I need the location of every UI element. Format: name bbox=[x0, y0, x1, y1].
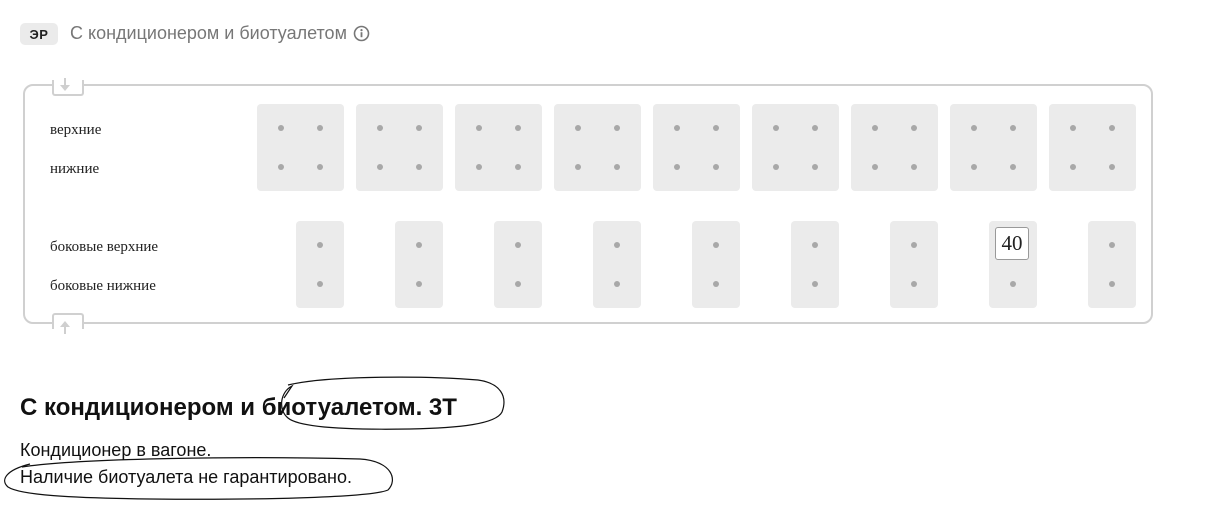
unavailable-seat-dot bbox=[812, 125, 818, 131]
compartment-4 bbox=[554, 104, 641, 191]
unavailable-seat-dot bbox=[317, 164, 323, 170]
unavailable-seat-dot bbox=[971, 125, 977, 131]
row-label-side-upper: боковые верхние bbox=[50, 239, 159, 255]
unavailable-seat-dot bbox=[1010, 281, 1016, 287]
unavailable-seat-dot bbox=[377, 164, 383, 170]
compartment-8 bbox=[950, 104, 1037, 191]
unavailable-seat-dot bbox=[812, 164, 818, 170]
unavailable-seat-dot bbox=[1109, 281, 1115, 287]
unavailable-seat-dot bbox=[416, 125, 422, 131]
unavailable-seat-dot bbox=[614, 281, 620, 287]
car-type-title: С кондиционером и биотуалетом bbox=[70, 22, 370, 44]
car-entrance-top bbox=[52, 80, 84, 96]
compartment-3 bbox=[455, 104, 542, 191]
side-seat-block-9 bbox=[1088, 221, 1136, 308]
unavailable-seat-dot bbox=[1070, 164, 1076, 170]
unavailable-seat-dot bbox=[317, 242, 323, 248]
unavailable-seat-dot bbox=[317, 281, 323, 287]
compartment-2 bbox=[356, 104, 443, 191]
unavailable-seat-dot bbox=[812, 242, 818, 248]
unavailable-seat-dot bbox=[614, 164, 620, 170]
unavailable-seat-dot bbox=[872, 125, 878, 131]
compartment-9 bbox=[1049, 104, 1136, 191]
unavailable-seat-dot bbox=[713, 125, 719, 131]
unavailable-seat-dot bbox=[614, 242, 620, 248]
unavailable-seat-dot bbox=[476, 164, 482, 170]
side-seat-block-8: 40 bbox=[989, 221, 1037, 308]
unavailable-seat-dot bbox=[1109, 164, 1115, 170]
car-entrance-bottom bbox=[52, 313, 84, 329]
unavailable-seat-dot bbox=[911, 281, 917, 287]
arrow-up-icon bbox=[60, 321, 70, 334]
arrow-down-icon bbox=[60, 78, 70, 91]
unavailable-seat-dot bbox=[812, 281, 818, 287]
unavailable-seat-dot bbox=[911, 125, 917, 131]
compartment-5 bbox=[653, 104, 740, 191]
unavailable-seat-dot bbox=[278, 164, 284, 170]
unavailable-seat-dot bbox=[872, 164, 878, 170]
compartment-7 bbox=[851, 104, 938, 191]
side-seat-block-3 bbox=[494, 221, 542, 308]
unavailable-seat-dot bbox=[1010, 164, 1016, 170]
compartment-1 bbox=[257, 104, 344, 191]
unavailable-seat-dot bbox=[377, 125, 383, 131]
unavailable-seat-dot bbox=[278, 125, 284, 131]
unavailable-seat-dot bbox=[713, 281, 719, 287]
unavailable-seat-dot bbox=[674, 164, 680, 170]
unavailable-seat-dot bbox=[911, 164, 917, 170]
car-type-label: С кондиционером и биотуалетом bbox=[70, 23, 347, 43]
car-class-badge: ЭР bbox=[20, 23, 58, 45]
side-seat-block-2 bbox=[395, 221, 443, 308]
available-seat-button[interactable]: 40 bbox=[995, 227, 1029, 260]
unavailable-seat-dot bbox=[515, 281, 521, 287]
side-seat-block-5 bbox=[692, 221, 740, 308]
row-label-lower: нижние bbox=[50, 161, 100, 177]
side-seat-block-7 bbox=[890, 221, 938, 308]
unavailable-seat-dot bbox=[614, 125, 620, 131]
unavailable-seat-dot bbox=[911, 242, 917, 248]
unavailable-seat-dot bbox=[1109, 125, 1115, 131]
unavailable-seat-dot bbox=[515, 164, 521, 170]
unavailable-seat-dot bbox=[773, 125, 779, 131]
unavailable-seat-dot bbox=[476, 125, 482, 131]
unavailable-seat-dot bbox=[1010, 125, 1016, 131]
side-seat-block-4 bbox=[593, 221, 641, 308]
unavailable-seat-dot bbox=[575, 125, 581, 131]
side-seat-block-6 bbox=[791, 221, 839, 308]
unavailable-seat-dot bbox=[773, 164, 779, 170]
unavailable-seat-dot bbox=[416, 164, 422, 170]
unavailable-seat-dot bbox=[575, 164, 581, 170]
unavailable-seat-dot bbox=[515, 125, 521, 131]
row-label-upper: верхние bbox=[50, 122, 102, 138]
unavailable-seat-dot bbox=[674, 125, 680, 131]
unavailable-seat-dot bbox=[713, 164, 719, 170]
details-line-ac: Кондиционер в вагоне. bbox=[20, 440, 212, 460]
compartment-6 bbox=[752, 104, 839, 191]
unavailable-seat-dot bbox=[416, 242, 422, 248]
info-circle-icon[interactable] bbox=[353, 25, 370, 42]
details-line-toilet: Наличие биотуалета не гарантировано. bbox=[20, 467, 352, 487]
unavailable-seat-dot bbox=[1109, 242, 1115, 248]
unavailable-seat-dot bbox=[515, 242, 521, 248]
unavailable-seat-dot bbox=[713, 242, 719, 248]
side-seat-block-1 bbox=[296, 221, 344, 308]
unavailable-seat-dot bbox=[317, 125, 323, 131]
row-label-side-lower: боковые нижние bbox=[50, 278, 156, 294]
unavailable-seat-dot bbox=[1070, 125, 1076, 131]
car-details-heading: С кондиционером и биотуалетом. 3Т bbox=[20, 394, 457, 421]
unavailable-seat-dot bbox=[416, 281, 422, 287]
unavailable-seat-dot bbox=[971, 164, 977, 170]
